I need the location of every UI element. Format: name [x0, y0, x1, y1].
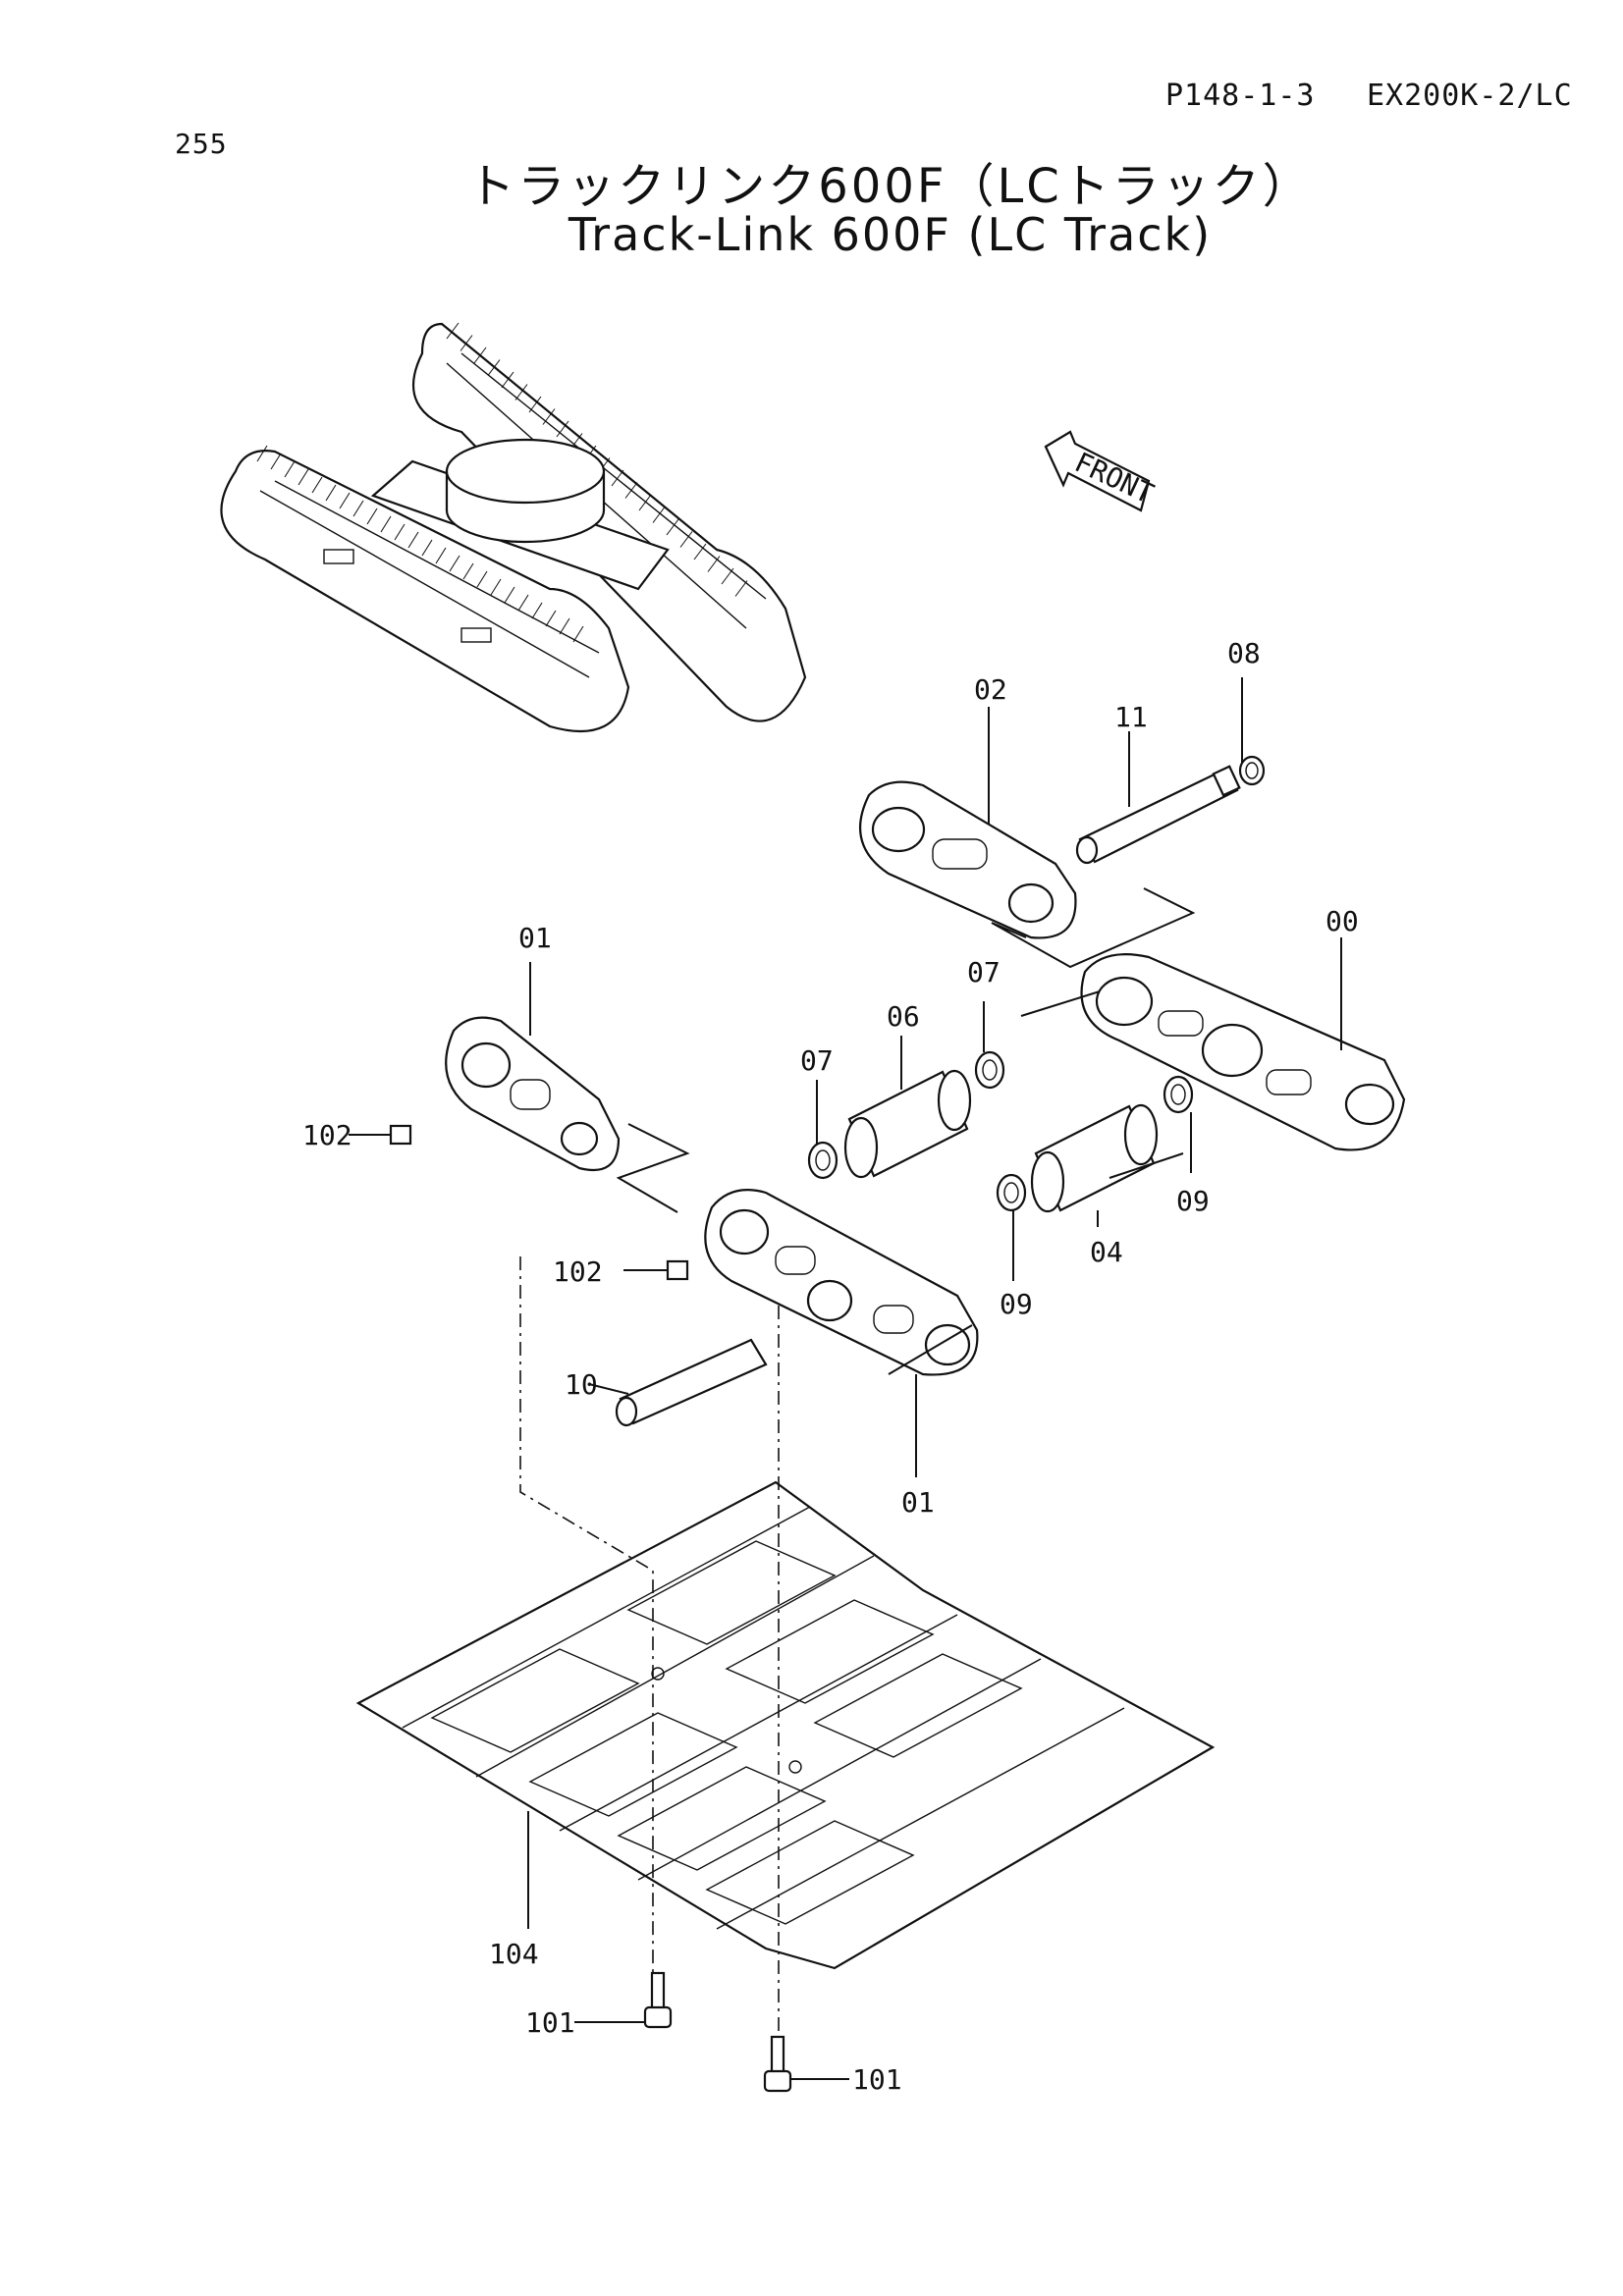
track-hatch-line	[572, 625, 584, 643]
callout-01-bottom: 01	[901, 1486, 935, 1519]
track-hatch-line	[256, 445, 268, 462]
track-hatch-line	[487, 359, 501, 376]
drawing-code: P148-1-3	[1165, 79, 1316, 113]
track-hatch-line	[517, 594, 529, 612]
callout-labels: 08 02 11 00 01 07 07 06 102 102 09 09 04…	[302, 637, 1359, 2096]
front-arrow-icon: FRONT	[1044, 430, 1159, 512]
undercarriage-illustration	[220, 322, 807, 733]
nut-102-a	[389, 1124, 412, 1146]
callout-00: 00	[1325, 905, 1359, 937]
track-hatch-line	[514, 384, 528, 400]
callout-11: 11	[1114, 701, 1148, 733]
track-hatch-line	[407, 531, 419, 549]
track-hatch-line	[721, 567, 734, 585]
track-hatch-line	[501, 371, 514, 389]
callout-06: 06	[887, 1000, 920, 1033]
track-hatch-line	[559, 617, 570, 635]
track-hatch-line	[460, 335, 473, 351]
track-hatch-line	[446, 322, 460, 340]
callout-09-right: 09	[1176, 1185, 1210, 1217]
track-hatch-line	[652, 507, 666, 523]
callout-101-left: 101	[525, 2006, 575, 2039]
ring-08	[1238, 755, 1266, 786]
master-link-00	[1080, 953, 1406, 1151]
track-hatch-line	[449, 555, 460, 572]
track-hatch-line	[504, 586, 515, 604]
pin-11	[1075, 765, 1241, 865]
assembly-guide-lines	[519, 887, 1196, 2037]
seal-07-b	[974, 1050, 1005, 1090]
track-hatch-line	[545, 610, 557, 627]
track-hatch-line	[339, 492, 351, 509]
track-hatch-line	[542, 408, 556, 425]
track-hatch-line	[270, 453, 282, 470]
track-shoe-104	[355, 1480, 1216, 1970]
track-hatch-line	[556, 420, 569, 438]
seal-09-b	[1163, 1075, 1194, 1114]
track-hatch-line	[421, 539, 433, 557]
track-hatch-line	[638, 494, 652, 511]
callout-09-left: 09	[1000, 1288, 1033, 1320]
track-hatch-line	[394, 523, 406, 541]
bushing-06	[843, 1069, 972, 1179]
callout-07-left: 07	[800, 1044, 834, 1077]
bolt-101-a	[643, 1971, 673, 2029]
callout-101-right: 101	[852, 2063, 902, 2096]
track-hatch-line	[707, 556, 721, 572]
track-link-01-left	[445, 1016, 621, 1172]
seal-07-a	[807, 1141, 839, 1180]
callout-10: 10	[565, 1368, 598, 1401]
title-english: Track-Link 600F (LC Track)	[568, 208, 1213, 261]
bushing-04	[1030, 1103, 1159, 1213]
track-hatch-line	[528, 396, 542, 413]
track-hatch-line	[311, 476, 323, 494]
track-hatch-line	[666, 518, 679, 536]
pin-10	[615, 1338, 768, 1427]
track-hatch-line	[624, 482, 638, 499]
track-hatch-line	[352, 500, 364, 517]
page-number: 255	[175, 128, 228, 160]
track-hatch-line	[490, 578, 502, 596]
track-hatch-line	[611, 469, 624, 487]
track-hatch-line	[325, 484, 337, 502]
callout-leaders	[349, 677, 1342, 2080]
callout-102-center: 102	[553, 1255, 603, 1288]
seal-09-a	[996, 1173, 1027, 1212]
track-hatch-line	[531, 602, 543, 619]
callout-104: 104	[489, 1938, 539, 1970]
callout-08: 08	[1227, 637, 1261, 669]
track-hatch-line	[366, 507, 378, 525]
track-link-02	[858, 780, 1077, 939]
bolt-101-b	[763, 2035, 792, 2093]
track-link-01-center	[704, 1189, 979, 1376]
track-hatch-line	[284, 460, 296, 478]
front-label: FRONT	[1070, 446, 1159, 510]
track-hatch-line	[734, 580, 748, 597]
track-hatch-line	[462, 562, 474, 580]
track-hatch-line	[435, 547, 447, 564]
callout-01-top: 01	[518, 922, 552, 954]
callout-02: 02	[974, 673, 1007, 706]
track-hatch-line	[473, 347, 487, 364]
callout-102-left: 102	[302, 1119, 352, 1151]
model-name: EX200K-2/LC	[1367, 79, 1573, 113]
track-hatch-line	[380, 515, 392, 533]
track-hatch-line	[298, 468, 309, 486]
track-hatch-line	[693, 543, 707, 561]
callout-07-right: 07	[967, 956, 1001, 988]
title-japanese: トラックリンク600F（LCトラック）	[467, 159, 1313, 214]
callout-04: 04	[1090, 1236, 1123, 1268]
track-hatch-line	[476, 570, 488, 588]
track-hatch-line	[679, 531, 693, 548]
nut-102-b	[666, 1259, 689, 1281]
